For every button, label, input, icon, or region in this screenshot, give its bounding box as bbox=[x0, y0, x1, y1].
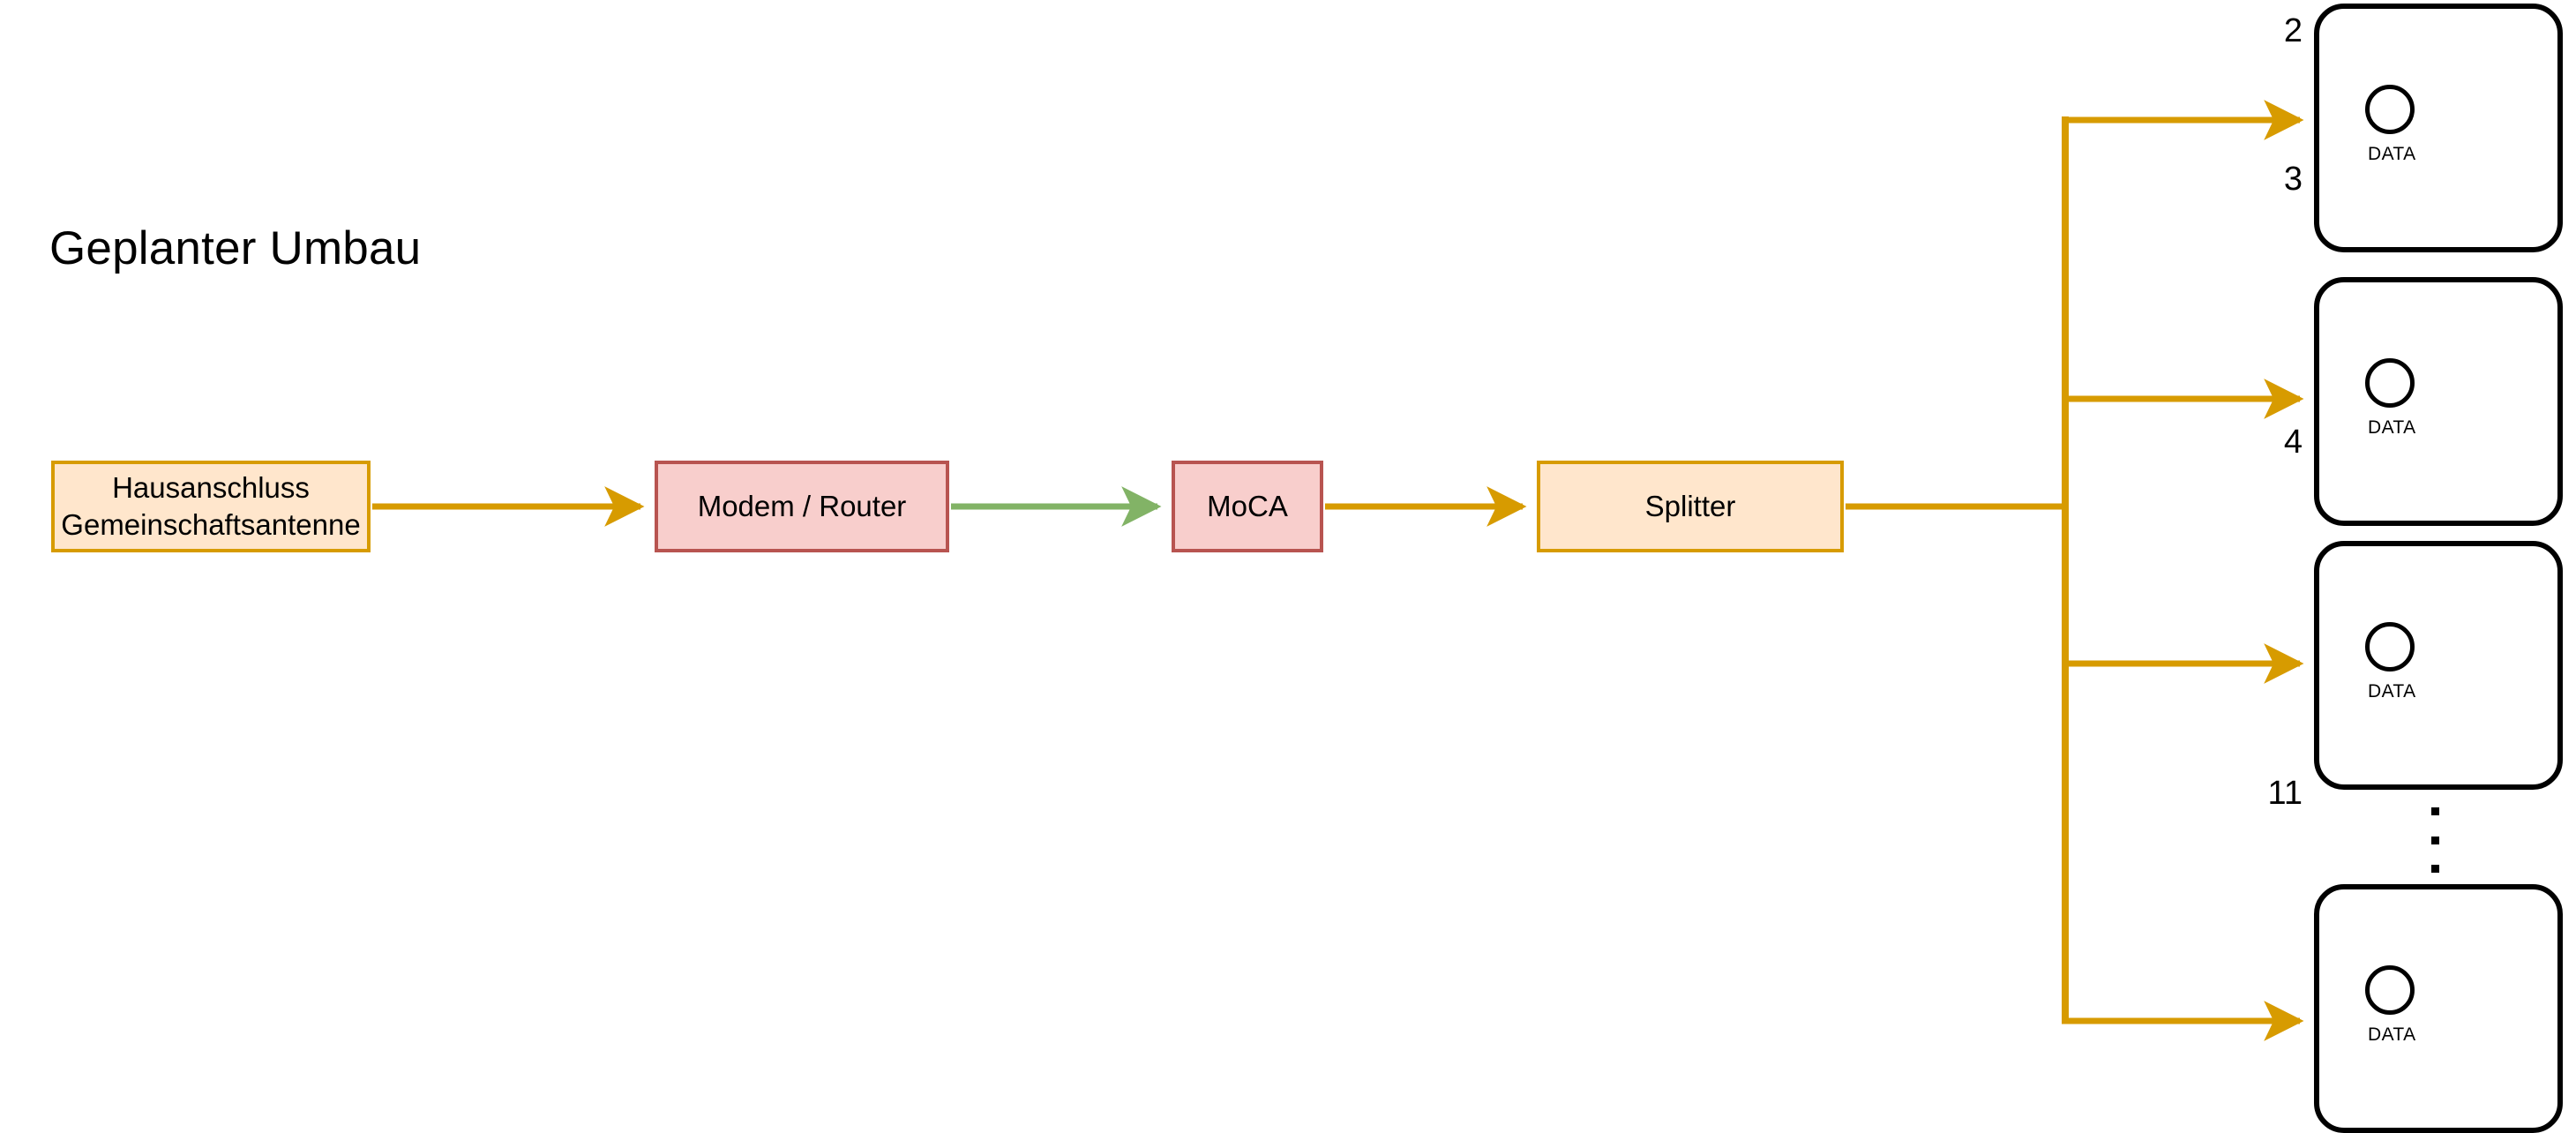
node-modem-router-label: Modem / Router bbox=[697, 489, 907, 522]
outlet-4[interactable]: DATA bbox=[2314, 541, 2563, 790]
data-socket-icon bbox=[2365, 965, 2415, 1015]
outlet-2[interactable]: DATA bbox=[2314, 4, 2563, 252]
node-moca[interactable]: MoCA bbox=[1172, 461, 1323, 552]
node-hausanschluss-label: Hausanschluss Gemeinschaftsantenne bbox=[61, 469, 360, 544]
outlet-4-data-label: DATA bbox=[2368, 681, 2416, 702]
outlet-3-data-label: DATA bbox=[2368, 417, 2416, 438]
node-moca-label: MoCA bbox=[1207, 489, 1288, 522]
outlet-11[interactable]: DATA bbox=[2314, 884, 2563, 1133]
outlet-4-number: 4 bbox=[2283, 424, 2303, 461]
outlet-11-data-label: DATA bbox=[2368, 1024, 2416, 1045]
outlet-2-data-label: DATA bbox=[2368, 144, 2416, 164]
outlet-ellipsis-icon bbox=[2431, 807, 2439, 873]
node-modem-router[interactable]: Modem / Router bbox=[655, 461, 949, 552]
outlet-3[interactable]: DATA bbox=[2314, 277, 2563, 526]
outlet-2-number: 2 bbox=[2283, 12, 2303, 49]
page-title: Geplanter Umbau bbox=[49, 222, 422, 274]
outlet-3-number: 3 bbox=[2283, 161, 2303, 198]
data-socket-icon bbox=[2365, 358, 2415, 408]
node-splitter-label: Splitter bbox=[1644, 489, 1736, 522]
node-hausanschluss[interactable]: Hausanschluss Gemeinschaftsantenne bbox=[51, 461, 371, 552]
node-hausanschluss-label-line2: Gemeinschaftsantenne bbox=[61, 508, 361, 541]
data-socket-icon bbox=[2365, 85, 2415, 134]
data-socket-icon bbox=[2365, 622, 2415, 672]
node-hausanschluss-label-line1: Hausanschluss bbox=[112, 470, 310, 504]
node-splitter[interactable]: Splitter bbox=[1537, 461, 1844, 552]
outlet-11-number: 11 bbox=[2267, 775, 2303, 812]
